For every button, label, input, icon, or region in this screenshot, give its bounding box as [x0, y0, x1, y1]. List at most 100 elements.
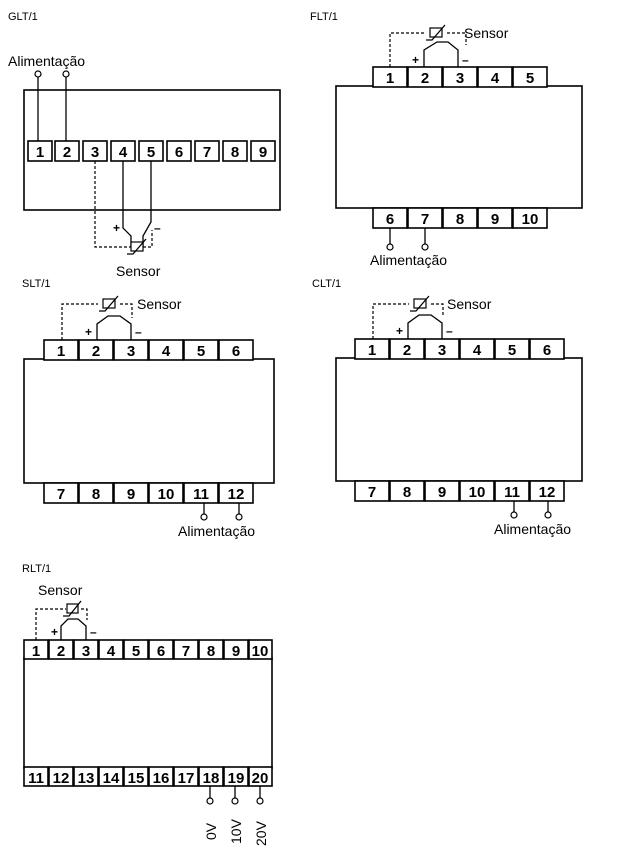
- clt-terminal-2: 2: [403, 342, 411, 359]
- clt-top-terminals: 1 2 3 4 5 6: [354, 338, 565, 360]
- clt-terminal-12: 12: [539, 484, 556, 501]
- glt-terminal-7: 7: [203, 144, 211, 161]
- slt-power-wires: [200, 503, 243, 521]
- rlt-plus-sign: +: [51, 625, 58, 639]
- clt-plus-sign: +: [396, 324, 403, 338]
- slt-bottom-terminals: 7 8 9 10 11 12: [43, 482, 254, 504]
- slt-terminal-10: 10: [158, 486, 175, 503]
- flt-terminal-7: 7: [421, 211, 429, 228]
- flt-terminal-10: 10: [522, 211, 539, 228]
- glt-thermistor-icon: [127, 238, 147, 255]
- glt-terminal-8: 8: [231, 144, 239, 161]
- rlt-sensor-wiring: + –: [35, 600, 97, 640]
- rlt-terminal-14: 14: [103, 770, 120, 787]
- rlt-terminal-10: 10: [252, 643, 269, 660]
- clt-terminal-7: 7: [368, 484, 376, 501]
- slt-sensor-wiring: + – Sensor: [61, 295, 182, 340]
- rlt-housing: [23, 657, 273, 769]
- rlt-minus-sign: –: [90, 625, 97, 639]
- rlt-terminal-2: 2: [57, 643, 65, 660]
- glt-terminal-9: 9: [259, 144, 267, 161]
- rlt-diagram: RLT/1 Sensor 1 2 3 4 5 6 7 8 9 10: [22, 563, 273, 846]
- clt-terminal-4: 4: [473, 342, 482, 359]
- flt-terminal-4: 4: [491, 70, 500, 87]
- rlt-terminal-13: 13: [78, 770, 95, 787]
- glt-power-label: Alimentação: [8, 53, 85, 69]
- slt-minus-sign: –: [135, 325, 142, 339]
- glt-diagram: GLT/1 Alimentação 1 2 3 4 5 6 7 8 9: [8, 11, 281, 279]
- slt-terminal-12: 12: [228, 486, 245, 503]
- clt-terminal-1: 1: [368, 342, 376, 359]
- rlt-terminal-17: 17: [178, 770, 195, 787]
- rlt-terminal-5: 5: [132, 643, 140, 660]
- glt-terminal-4: 4: [119, 144, 128, 161]
- clt-sensor-wiring: + – Sensor: [372, 295, 492, 339]
- flt-housing: [335, 85, 583, 209]
- clt-minus-sign: –: [446, 324, 453, 338]
- flt-top-terminals: 1 2 3 4 5: [372, 66, 548, 88]
- clt-terminal-6: 6: [543, 342, 551, 359]
- glt-power-wires: [34, 70, 70, 141]
- clt-thermistor-icon: [410, 295, 430, 312]
- clt-terminal-11: 11: [504, 484, 520, 501]
- slt-terminal-6: 6: [232, 343, 240, 360]
- slt-thermistor-icon: [99, 295, 119, 312]
- clt-power-wires: [510, 501, 552, 519]
- rlt-terminal-1: 1: [32, 643, 40, 660]
- clt-terminal-10: 10: [469, 484, 486, 501]
- glt-terminal-6: 6: [175, 144, 183, 161]
- rlt-thermistor-icon: [63, 600, 82, 617]
- glt-terminal-5: 5: [147, 144, 155, 161]
- flt-terminal-8: 8: [456, 211, 464, 228]
- glt-terminal-2: 2: [63, 144, 71, 161]
- rlt-terminal-8: 8: [207, 643, 215, 660]
- flt-title: FLT/1: [310, 11, 338, 23]
- rlt-terminal-15: 15: [128, 770, 145, 787]
- flt-minus-sign: –: [462, 53, 469, 67]
- slt-terminal-5: 5: [197, 343, 205, 360]
- glt-terminal-1: 1: [36, 144, 44, 161]
- flt-sensor-label: Sensor: [464, 25, 509, 41]
- rlt-output-10v-label: 10V: [228, 818, 244, 844]
- rlt-title: RLT/1: [22, 563, 51, 575]
- flt-terminal-9: 9: [491, 211, 499, 228]
- flt-sensor-wiring: + – Sensor: [389, 24, 509, 67]
- slt-sensor-label: Sensor: [137, 296, 182, 312]
- rlt-terminal-6: 6: [157, 643, 165, 660]
- slt-terminal-1: 1: [57, 343, 65, 360]
- flt-diagram: FLT/1 1 2 3 4 5 6 7 8 9 10: [310, 11, 583, 268]
- flt-terminal-6: 6: [386, 211, 394, 228]
- slt-plus-sign: +: [85, 325, 92, 339]
- glt-minus-sign: –: [154, 221, 161, 235]
- clt-terminal-5: 5: [508, 342, 516, 359]
- glt-terminal-3: 3: [91, 144, 99, 161]
- rlt-terminal-12: 12: [53, 770, 70, 787]
- slt-top-terminals: 1 2 3 4 5 6: [43, 339, 254, 361]
- clt-diagram: CLT/1 1 2 3 4 5 6 7 8 9 10 11: [312, 278, 583, 537]
- flt-plus-sign: +: [412, 53, 419, 67]
- rlt-terminal-4: 4: [107, 643, 116, 660]
- clt-power-label: Alimentação: [494, 521, 571, 537]
- rlt-terminal-9: 9: [232, 643, 240, 660]
- clt-terminal-8: 8: [403, 484, 411, 501]
- slt-title: SLT/1: [22, 278, 51, 290]
- clt-title: CLT/1: [312, 278, 341, 290]
- clt-housing: [335, 357, 583, 482]
- glt-plus-sign: +: [113, 221, 120, 235]
- rlt-terminal-7: 7: [182, 643, 190, 660]
- clt-sensor-label: Sensor: [447, 296, 492, 312]
- rlt-sensor-label: Sensor: [38, 582, 83, 598]
- clt-terminal-3: 3: [438, 342, 446, 359]
- slt-terminal-9: 9: [127, 486, 135, 503]
- flt-terminal-3: 3: [456, 70, 464, 87]
- clt-bottom-terminals: 7 8 9 10 11 12: [354, 480, 565, 502]
- rlt-terminal-16: 16: [153, 770, 170, 787]
- rlt-output-20v-label: 20V: [253, 820, 269, 846]
- rlt-terminal-20: 20: [252, 770, 269, 787]
- rlt-output-wires: [206, 786, 264, 805]
- glt-sensor-wiring: + –: [94, 161, 161, 255]
- flt-terminal-5: 5: [526, 70, 534, 87]
- glt-terminal-strip: 1 2 3 4 5 6 7 8 9: [27, 140, 276, 162]
- glt-title: GLT/1: [8, 11, 38, 23]
